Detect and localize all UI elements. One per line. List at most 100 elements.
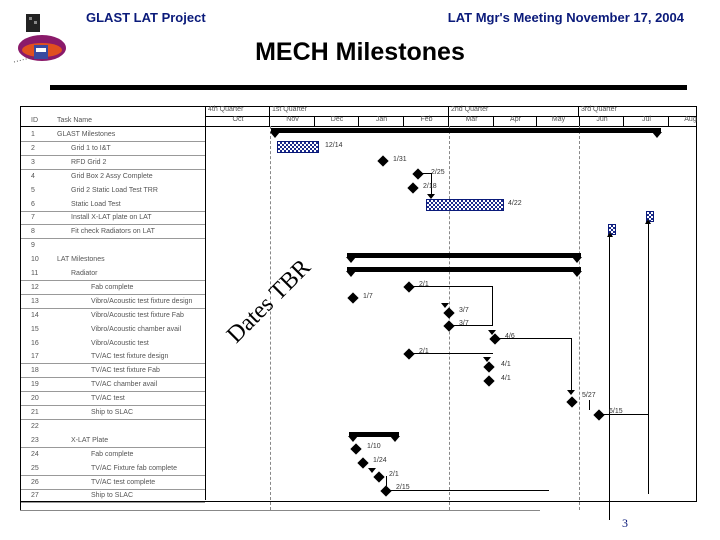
summary-bar-glast[interactable] (270, 128, 662, 138)
row-id: 24 (31, 450, 39, 458)
row-task-name: TV/AC test fixture design (91, 353, 169, 361)
row-task-name: Grid 2 Static Load Test TRR (71, 186, 158, 194)
row-id: 4 (31, 172, 35, 180)
row-id: 19 (31, 381, 39, 389)
row-id: 13 (31, 297, 39, 305)
row-task-name: Fab complete (91, 450, 134, 458)
link-26 (386, 476, 387, 486)
month-oct: Oct (205, 116, 270, 126)
summary-bar-xlat[interactable] (348, 432, 400, 442)
month-jan: Jan (358, 116, 404, 126)
label-xlat-fab: 1/10 (367, 443, 381, 450)
label-ship-slac: 6/15 (609, 408, 623, 415)
row-divider (21, 224, 205, 226)
label-va-test: 4/6 (505, 333, 515, 340)
row-divider (21, 419, 205, 420)
table-row[interactable]: 3 RFD Grid 2 (21, 155, 205, 171)
quarter-1st: 1st Quarter (269, 106, 451, 116)
row-task-name: Ship to SLAC (91, 492, 134, 500)
label-tvac-test: 5/27 (582, 392, 596, 399)
arrow-into-7 (607, 232, 613, 237)
row-id: 10 (31, 256, 39, 264)
link-21 (603, 414, 649, 415)
row-task-name: Vibro/Acoustic test (91, 339, 149, 347)
link-15 (451, 325, 493, 326)
col-name-header: Task Name (57, 117, 93, 124)
row-task-name: TV/AC Fixture fab complete (91, 464, 177, 472)
row-divider (21, 488, 205, 490)
month-dec: Dec (314, 116, 359, 126)
row-id: 8 (31, 228, 35, 236)
row-id: 25 (31, 464, 39, 472)
task-bar-static-load[interactable] (426, 199, 504, 211)
row-id: 21 (31, 409, 39, 416)
table-row[interactable]: 8 Fit check Radiators on LAT (21, 224, 205, 240)
arrow-into-14 (441, 303, 449, 308)
row-divider (21, 502, 205, 504)
link-20 (589, 400, 590, 410)
link-16-v (571, 338, 572, 393)
row-id: 7 (31, 214, 35, 222)
table-row[interactable]: 9 (21, 238, 205, 254)
row-id: 6 (31, 200, 35, 208)
quarter-2nd: 2nd Quarter (448, 106, 581, 116)
table-row[interactable]: 22 (21, 419, 205, 435)
link-16 (497, 338, 572, 339)
meeting-date: LAT Mgr's Meeting November 17, 2004 (447, 10, 684, 25)
summary-bar-lat[interactable] (346, 253, 582, 263)
label-xlat-test: 2/1 (389, 471, 399, 478)
title-divider (50, 85, 687, 90)
table-row[interactable]: 24 Fab complete (21, 447, 205, 463)
row-divider (21, 391, 205, 393)
col-id-header: ID (31, 117, 38, 124)
quarter-3rd: 3rd Quarter (578, 106, 699, 116)
row-id: 26 (31, 478, 39, 486)
task-bar-grid1[interactable] (277, 141, 319, 153)
footer-divider (20, 510, 540, 511)
row-task-name: RFD Grid 2 (71, 158, 107, 166)
row-divider (21, 280, 205, 281)
row-divider (21, 210, 205, 212)
row-divider (21, 405, 205, 407)
row-task-name: TV/AC test fixture Fab (91, 367, 160, 375)
label-xlat-fixture: 1/24 (373, 457, 387, 464)
link-to-8 (648, 224, 649, 494)
arrow-into-26 (368, 468, 376, 473)
table-row[interactable]: 25 TV/AC Fixture fab complete (21, 461, 205, 477)
label-gridbox2: 2/25 (431, 169, 445, 176)
summary-bar-radiator[interactable] (346, 267, 582, 277)
row-divider (21, 168, 205, 170)
row-id: 3 (31, 158, 35, 166)
label-tvac-design: 2/1 (419, 348, 429, 355)
row-id: 11 (31, 270, 39, 277)
quarter-row-divider (205, 116, 696, 117)
row-task-name: Vibro/Acoustic chamber avail (91, 325, 182, 333)
row-divider (21, 141, 205, 142)
glast-logo (12, 12, 74, 67)
row-id: 23 (31, 436, 39, 444)
link-to-7 (609, 237, 610, 520)
row-task-name: Fit check Radiators on LAT (71, 228, 155, 236)
row-id: 20 (31, 395, 39, 403)
